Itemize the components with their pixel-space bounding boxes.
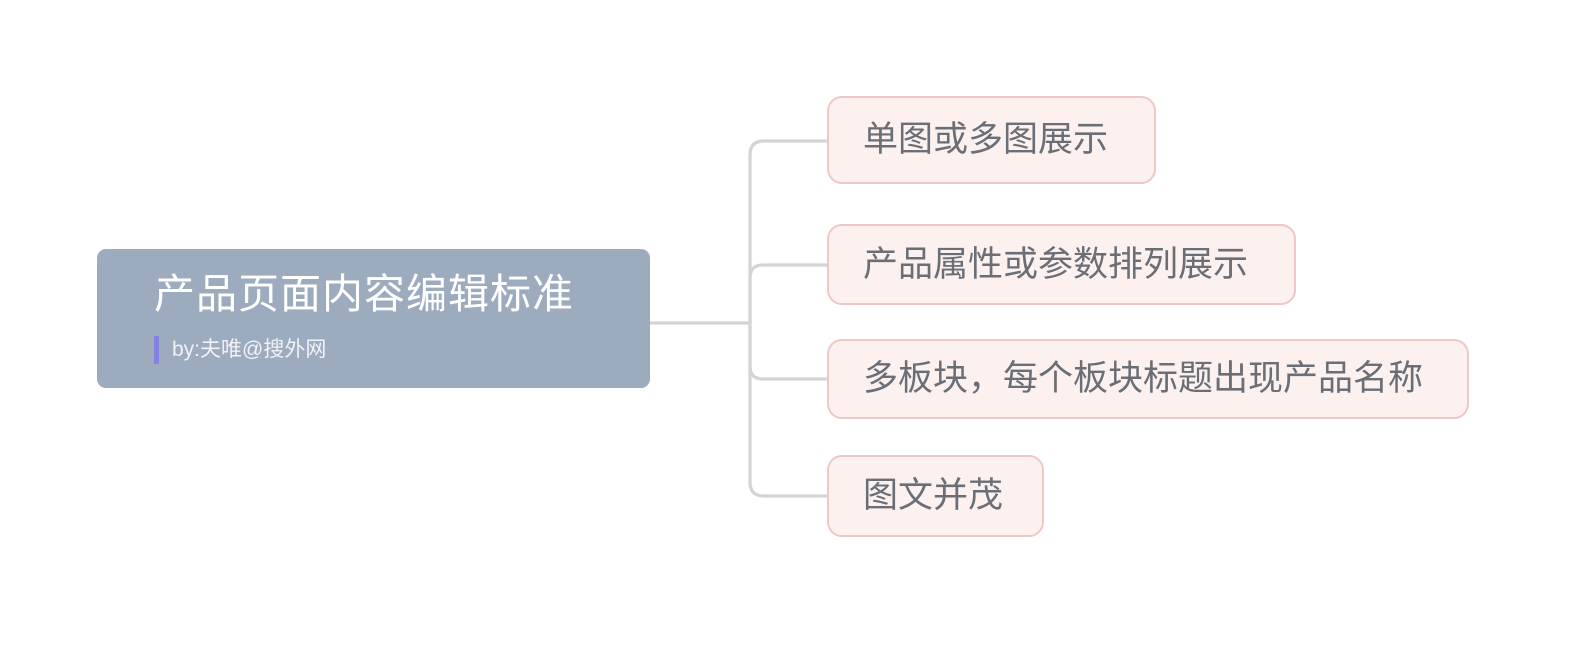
branch-node[interactable]: 图文并茂 <box>827 455 1044 537</box>
branch-node[interactable]: 多板块，每个板块标题出现产品名称 <box>827 339 1469 419</box>
root-node-subtitle: by:夫唯@搜外网 <box>172 338 327 361</box>
root-node[interactable]: 产品页面内容编辑标准 by:夫唯@搜外网 <box>97 249 650 388</box>
branch-node-label: 图文并茂 <box>863 476 1004 515</box>
branch-node-label: 单图或多图展示 <box>863 120 1109 159</box>
connector-branch-0 <box>748 139 829 323</box>
branch-node[interactable]: 产品属性或参数排列展示 <box>827 224 1296 305</box>
connector-branch-1 <box>748 263 829 323</box>
branch-node-label: 产品属性或参数排列展示 <box>863 244 1249 284</box>
branch-node[interactable]: 单图或多图展示 <box>827 96 1156 184</box>
root-node-title: 产品页面内容编辑标准 <box>154 271 574 317</box>
root-node-subtitle-row: by:夫唯@搜外网 <box>154 335 326 365</box>
connector-branch-3 <box>748 323 829 498</box>
branch-node-label: 多板块，每个板块标题出现产品名称 <box>863 359 1424 398</box>
accent-bar-icon <box>154 336 159 364</box>
connector-branch-2 <box>748 323 829 381</box>
